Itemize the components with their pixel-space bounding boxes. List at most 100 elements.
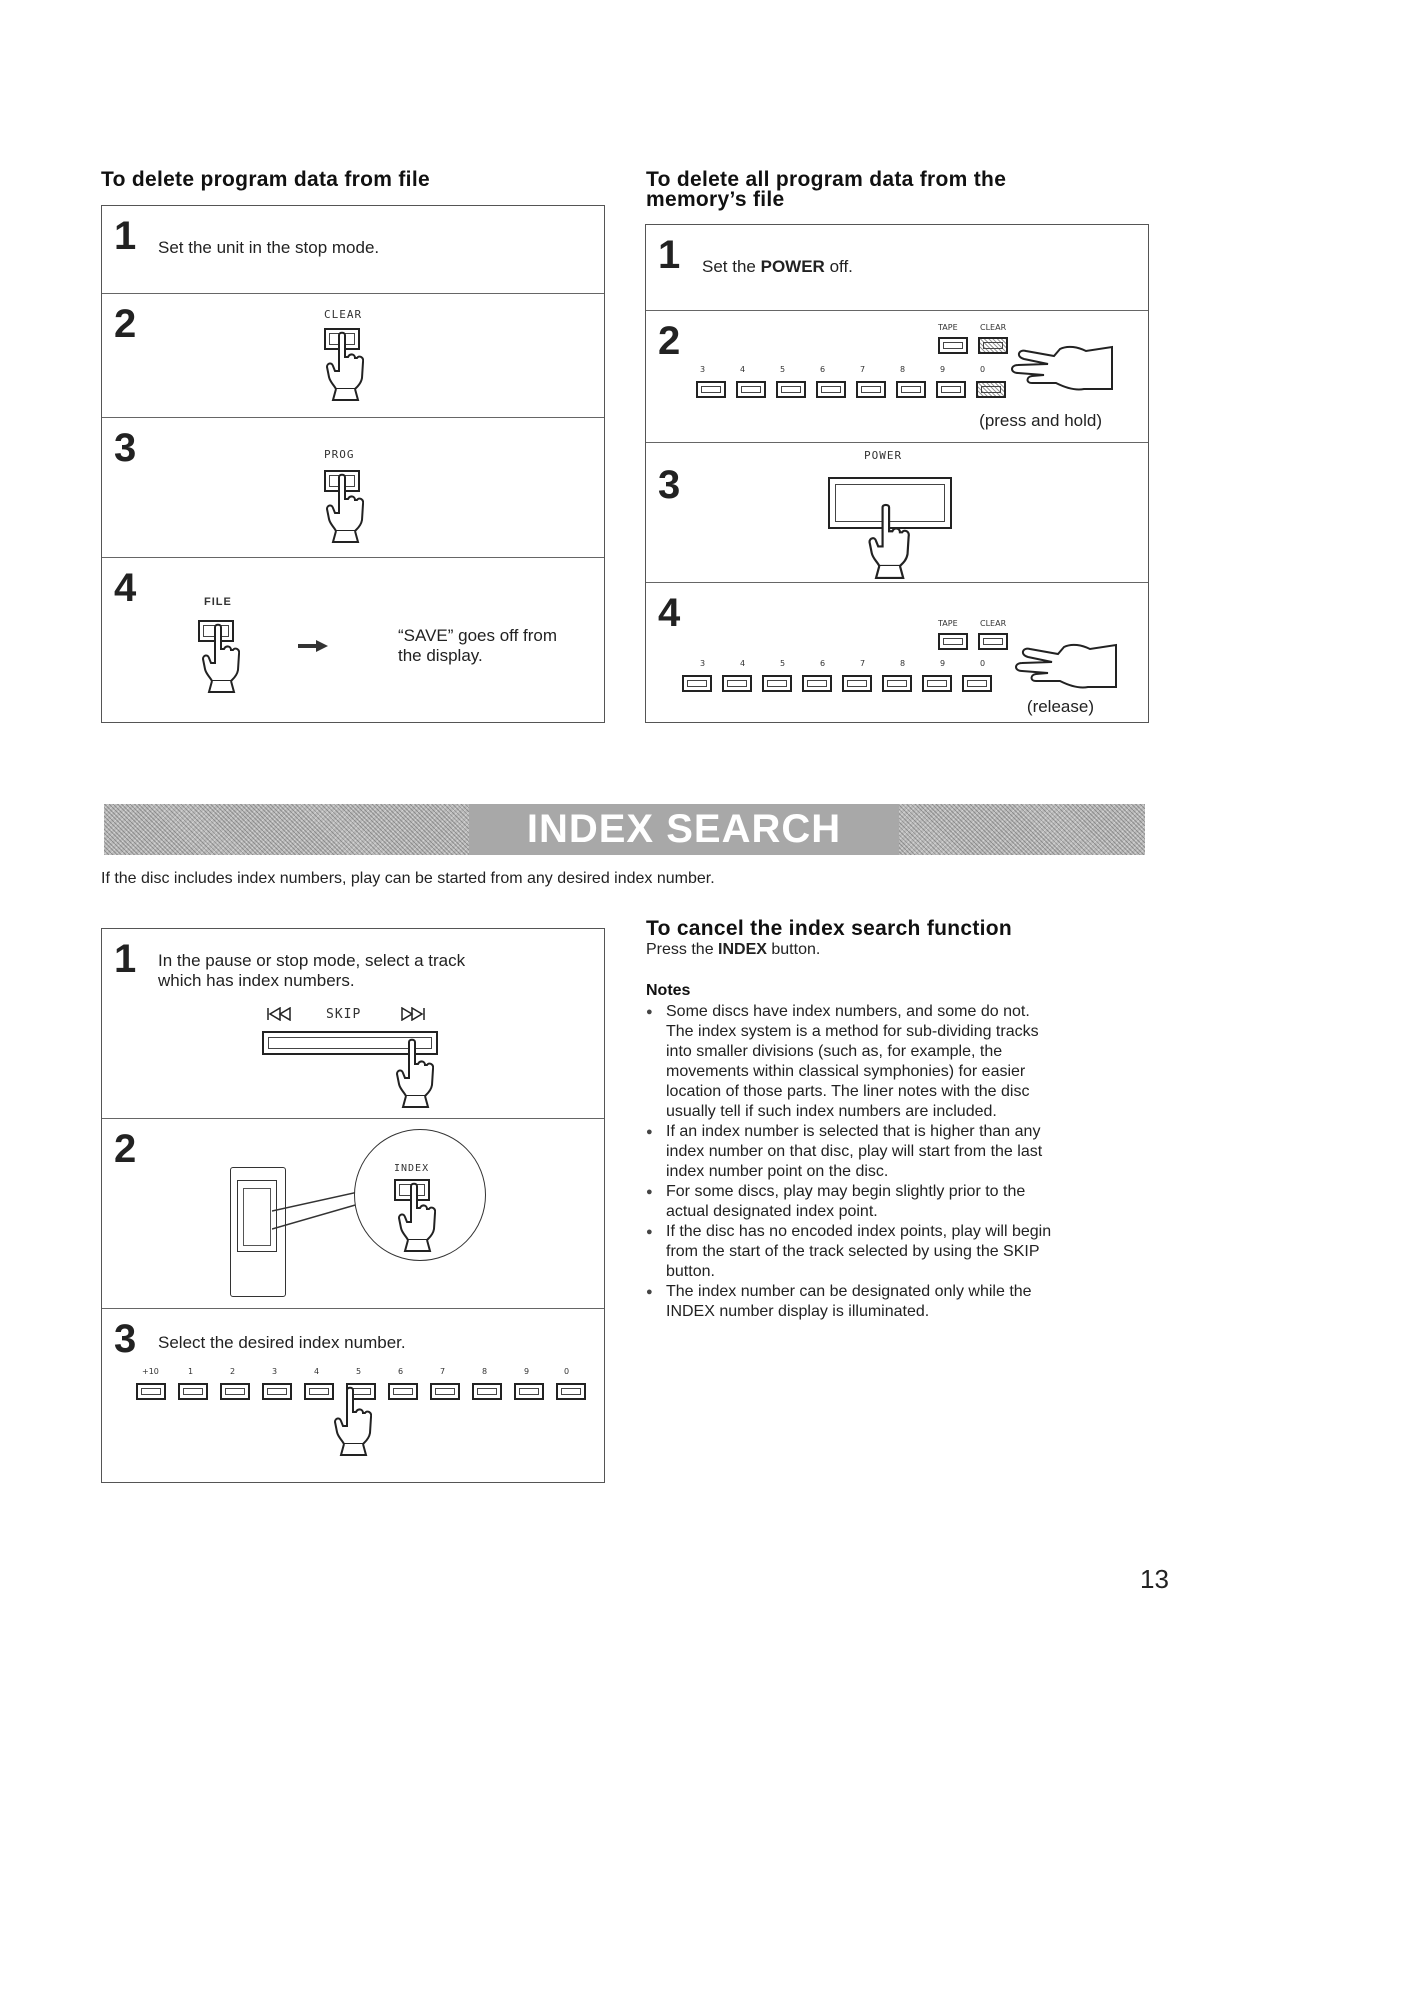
release-caption: (release) [1026,697,1094,716]
tape-button[interactable] [938,633,968,650]
left-steps-box: 1 Set the unit in the stop mode. 2 CLEAR… [101,205,605,723]
keypad-button[interactable] [556,1383,586,1400]
tape-button[interactable] [938,337,968,354]
keypad-button[interactable] [262,1383,292,1400]
tape-label: TAPE [938,323,958,332]
keypad-button[interactable] [178,1383,208,1400]
keypad-button[interactable] [220,1383,250,1400]
keypad-button[interactable] [762,675,792,692]
keypad-digit: 4 [740,659,746,668]
step-number: 2 [658,319,681,363]
step-text: Set the unit in the stop mode. [158,238,380,257]
step-text-line1: In the pause or stop mode, select a trac… [158,951,466,970]
keypad-digit: 3 [272,1367,278,1376]
keypad-button[interactable] [842,675,872,692]
left-step-1: 1 Set the unit in the stop mode. [102,206,604,294]
releasing-hand-icon [1008,637,1118,697]
clear-button[interactable] [978,337,1008,354]
step-text: Select the desired index number. [158,1333,406,1352]
intro-text: If the disc includes index numbers, play… [101,870,715,887]
step-number: 4 [658,591,681,635]
step-number: 1 [658,233,681,277]
skip-label: SKIP [326,1007,362,1022]
remote-control [230,1167,286,1297]
keypad-button[interactable] [514,1383,544,1400]
index-label: INDEX [394,1163,430,1174]
file-label: FILE [204,596,232,608]
keypad-digit: 0 [980,365,986,374]
step-number: 1 [114,937,137,981]
pressing-hand-icon [324,472,364,544]
clear-button[interactable] [978,633,1008,650]
step-number: 2 [114,1127,137,1171]
press-hold-caption: (press and hold) [979,411,1102,430]
step-text-line2: which has index numbers. [158,971,355,990]
step-number: 3 [114,1317,137,1361]
keypad-digit: 5 [780,659,786,668]
keypad-button[interactable] [430,1383,460,1400]
step-number: 1 [114,214,137,258]
left-section-title: To delete program data from file [101,168,430,191]
pressing-hand-icon [200,622,240,694]
keypad-button[interactable] [856,381,886,398]
keypad-digit: 5 [780,365,786,374]
keypad-digit: 7 [860,365,866,374]
keypad-button[interactable] [896,381,926,398]
keypad-button[interactable] [936,381,966,398]
keypad-button[interactable] [976,381,1006,398]
keypad-button[interactable] [722,675,752,692]
keypad-button[interactable] [696,381,726,398]
skip-forward-icon [401,1007,425,1021]
step-number: 3 [114,426,137,470]
keypad-button[interactable] [736,381,766,398]
keypad-digit: 0 [564,1367,570,1376]
keypad-digit: +10 [142,1367,159,1376]
keypad-button[interactable] [922,675,952,692]
clear-label: CLEAR [324,308,363,321]
keypad-button[interactable] [776,381,806,398]
keypad-button[interactable] [816,381,846,398]
keypad-digit: 6 [398,1367,404,1376]
keypad-digit: 7 [440,1367,446,1376]
keypad-digit: 1 [188,1367,194,1376]
tape-label: TAPE [938,619,958,628]
keypad-digit: 3 [700,365,706,374]
pressing-hand-icon [324,330,364,402]
note-item: The index number can be designated only … [646,1282,1156,1322]
cancel-title: To cancel the index search function [646,917,1013,940]
left-step-3: 3 PROG [102,418,604,558]
skip-bar-button[interactable] [262,1031,438,1055]
right-section-title-line1: To delete all program data from the [646,168,1007,191]
prog-label: PROG [324,448,355,461]
keypad-button[interactable] [882,675,912,692]
keypad-digit: 6 [820,659,826,668]
keypad-button[interactable] [682,675,712,692]
index-search-banner: INDEX SEARCH [104,804,1145,855]
right-step-2: 2 TAPE CLEAR 3 4 5 6 7 8 9 0 (press and … [646,311,1148,443]
index-step-1: 1 In the pause or stop mode, select a tr… [102,929,604,1119]
keypad-button[interactable] [802,675,832,692]
pressing-hand-icon [396,1181,436,1253]
keypad-button[interactable] [962,675,992,692]
notes-heading: Notes [646,982,691,999]
right-step-1: 1 Set the POWER off. [646,225,1148,311]
arrow-right-icon [298,640,328,652]
keypad-button[interactable] [388,1383,418,1400]
cancel-text: Press the INDEX button. [646,941,821,958]
keypad-digit: 9 [940,365,946,374]
left-step-4: 4 FILE “SAVE” goes off from the display. [102,558,604,724]
keypad-button[interactable] [472,1383,502,1400]
banner-title: INDEX SEARCH [469,804,899,855]
keypad-digit: 9 [524,1367,530,1376]
clear-label: CLEAR [980,323,1007,332]
step-number: 4 [114,566,137,610]
note-item: Some discs have index numbers, and some … [646,1002,1156,1122]
keypad-digit: 9 [940,659,946,668]
index-step-2: 2 INDEX [102,1119,604,1309]
keypad-button[interactable] [136,1383,166,1400]
note-item: If an index number is selected that is h… [646,1122,1156,1182]
keypad-button[interactable] [304,1383,334,1400]
pressing-hand-icon [866,503,910,579]
keypad-digit: 8 [900,365,906,374]
keypad-digit: 4 [740,365,746,374]
